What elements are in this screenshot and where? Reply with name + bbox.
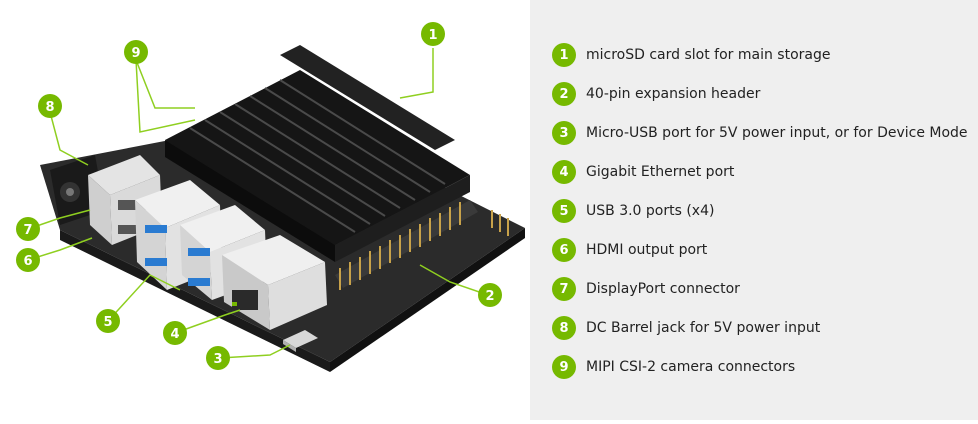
legend-label: USB 3.0 ports (x4): [586, 203, 715, 219]
legend-label: HDMI output port: [586, 242, 708, 258]
legend-label: 40-pin expansion header: [586, 86, 761, 102]
legend-label: DC Barrel jack for 5V power input: [586, 320, 821, 336]
legend-item: 2 40-pin expansion header: [552, 82, 760, 106]
legend-label: microSD card slot for main storage: [586, 47, 831, 63]
legend-badge: 7: [552, 277, 576, 301]
callout-label: 7: [23, 223, 32, 238]
callout-1: 1: [421, 22, 445, 46]
board-illustration: 1 2 3 4 5 6 7 8 9: [16, 22, 525, 372]
callout-label: 2: [485, 289, 494, 304]
legend-label: Micro-USB port for 5V power input, or fo…: [586, 125, 968, 141]
legend-badge: 4: [552, 160, 576, 184]
legend-item: 7 DisplayPort connector: [552, 277, 740, 301]
heatsink: [165, 45, 470, 262]
legend-item: 4 Gigabit Ethernet port: [552, 160, 734, 184]
legend-badge: 5: [552, 199, 576, 223]
callout-label: 4: [170, 327, 179, 342]
legend-item: 6 HDMI output port: [552, 238, 707, 262]
callout-3: 3: [206, 346, 230, 370]
pcb-board-edge-right: [330, 228, 525, 372]
legend-label: MIPI CSI-2 camera connectors: [586, 359, 796, 375]
ethernet-port: [222, 235, 327, 330]
legend-panel: 1 microSD card slot for main storage 2 4…: [530, 0, 978, 420]
callout-label: 1: [428, 28, 437, 43]
callout-6: 6: [16, 248, 40, 272]
legend-badge: 2: [552, 82, 576, 106]
legend-badge: 3: [552, 121, 576, 145]
legend-item: 9 MIPI CSI-2 camera connectors: [552, 355, 795, 379]
callout-label: 9: [131, 46, 140, 61]
callout-8: 8: [38, 94, 62, 118]
legend-item: 3 Micro-USB port for 5V power input, or …: [552, 121, 968, 145]
callout-label: 8: [45, 100, 54, 115]
legend-label: DisplayPort connector: [586, 281, 740, 297]
callout-7: 7: [16, 217, 40, 241]
legend-badge: 8: [552, 316, 576, 340]
legend-badge: 1: [552, 43, 576, 67]
callout-label: 6: [23, 254, 32, 269]
pcb-board-edge: [60, 230, 330, 372]
callout-5: 5: [96, 309, 120, 333]
callout-2: 2: [478, 283, 502, 307]
callout-9: 9: [124, 40, 148, 64]
legend-badge: 9: [552, 355, 576, 379]
callout-label: 3: [213, 352, 222, 367]
legend-item: 8 DC Barrel jack for 5V power input: [552, 316, 820, 340]
callout-4: 4: [163, 321, 187, 345]
legend-badge: 6: [552, 238, 576, 262]
legend-label: Gigabit Ethernet port: [586, 164, 735, 180]
jetson-nano-board-drawing: 1 2 3 4 5 6 7 8 9: [16, 22, 525, 372]
callout-label: 5: [103, 315, 112, 330]
legend-item: 5 USB 3.0 ports (x4): [552, 199, 714, 223]
gpio-header: [335, 200, 509, 290]
legend-item: 1 microSD card slot for main storage: [552, 43, 830, 67]
